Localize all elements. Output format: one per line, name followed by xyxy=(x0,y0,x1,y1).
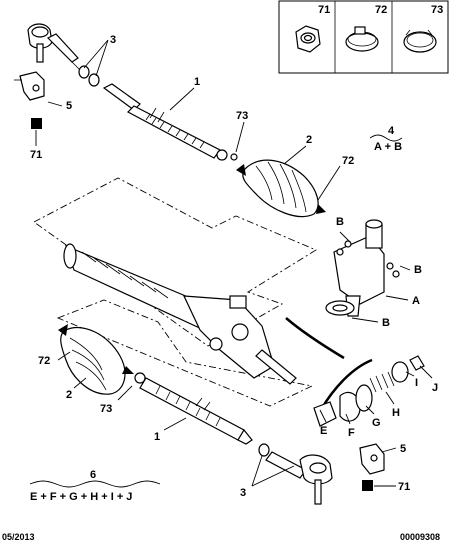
callout-4: 4 xyxy=(388,125,395,137)
callout-b-2: B xyxy=(414,264,422,276)
rack-housing xyxy=(63,243,297,385)
clip-icon xyxy=(403,29,437,53)
callout-6: 6 xyxy=(90,469,96,481)
callout-a: A xyxy=(412,295,420,307)
callout-1-upper: 1 xyxy=(194,76,200,88)
inner-rod-upper xyxy=(102,83,238,161)
nut-icon xyxy=(295,25,321,53)
callout-i: I xyxy=(415,377,418,389)
damper-assembly xyxy=(285,317,425,427)
callout-71-upper: 71 xyxy=(30,149,42,161)
inner-rod-lower xyxy=(134,372,253,445)
callout-5-lower: 5 xyxy=(400,443,406,455)
boot-lower xyxy=(58,324,134,395)
legend-ref-71: 71 xyxy=(318,4,330,16)
callout-f: F xyxy=(348,427,355,439)
callout-labels: 3 5 71 1 73 2 72 4 A + B B B A B 72 2 73… xyxy=(29,34,438,503)
jam-nut-upper xyxy=(78,65,100,87)
callout-2-lower: 2 xyxy=(66,389,72,401)
dashed-outline xyxy=(33,177,317,407)
tilde-4 xyxy=(369,134,403,142)
legend-ref-72: 72 xyxy=(375,4,387,16)
callout-72-upper: 72 xyxy=(342,155,354,167)
boot-upper xyxy=(236,159,326,218)
bracket-upper xyxy=(14,71,45,101)
callout-72-lower: 72 xyxy=(38,355,50,367)
nut-lower xyxy=(362,480,373,491)
callout-71-lower: 71 xyxy=(398,481,410,493)
legend-ref-73: 73 xyxy=(431,4,443,16)
legend-box: 71 72 73 xyxy=(278,0,449,74)
callout-3-upper: 3 xyxy=(110,34,116,46)
leader-lines xyxy=(35,39,433,487)
callout-j: J xyxy=(432,382,438,394)
callout-5-upper: 5 xyxy=(66,100,72,112)
callout-b-3: B xyxy=(382,317,390,329)
nut-upper xyxy=(31,118,42,129)
callout-h: H xyxy=(392,407,400,419)
callout-73-lower: 73 xyxy=(100,403,112,415)
tie-rod-end-lower xyxy=(258,443,333,505)
kit-6-formula: E + F + G + H + I + J xyxy=(30,491,132,503)
callout-g: G xyxy=(372,417,381,429)
pinion-assembly xyxy=(325,219,400,317)
callout-73-upper: 73 xyxy=(236,110,248,122)
tilde-6 xyxy=(29,480,161,488)
bracket-lower xyxy=(359,443,385,475)
callout-3-lower: 3 xyxy=(240,487,246,499)
clamp-icon xyxy=(345,26,379,52)
footer-ref-number: 00009308 xyxy=(400,532,440,542)
tie-rod-end-upper xyxy=(27,23,81,71)
kit-4-formula: A + B xyxy=(374,141,402,153)
callout-1-lower: 1 xyxy=(154,431,160,443)
footer-date: 05/2013 xyxy=(2,532,35,542)
callout-b-1: B xyxy=(336,216,344,228)
callout-e: E xyxy=(320,425,327,437)
callout-2-upper: 2 xyxy=(306,134,312,146)
